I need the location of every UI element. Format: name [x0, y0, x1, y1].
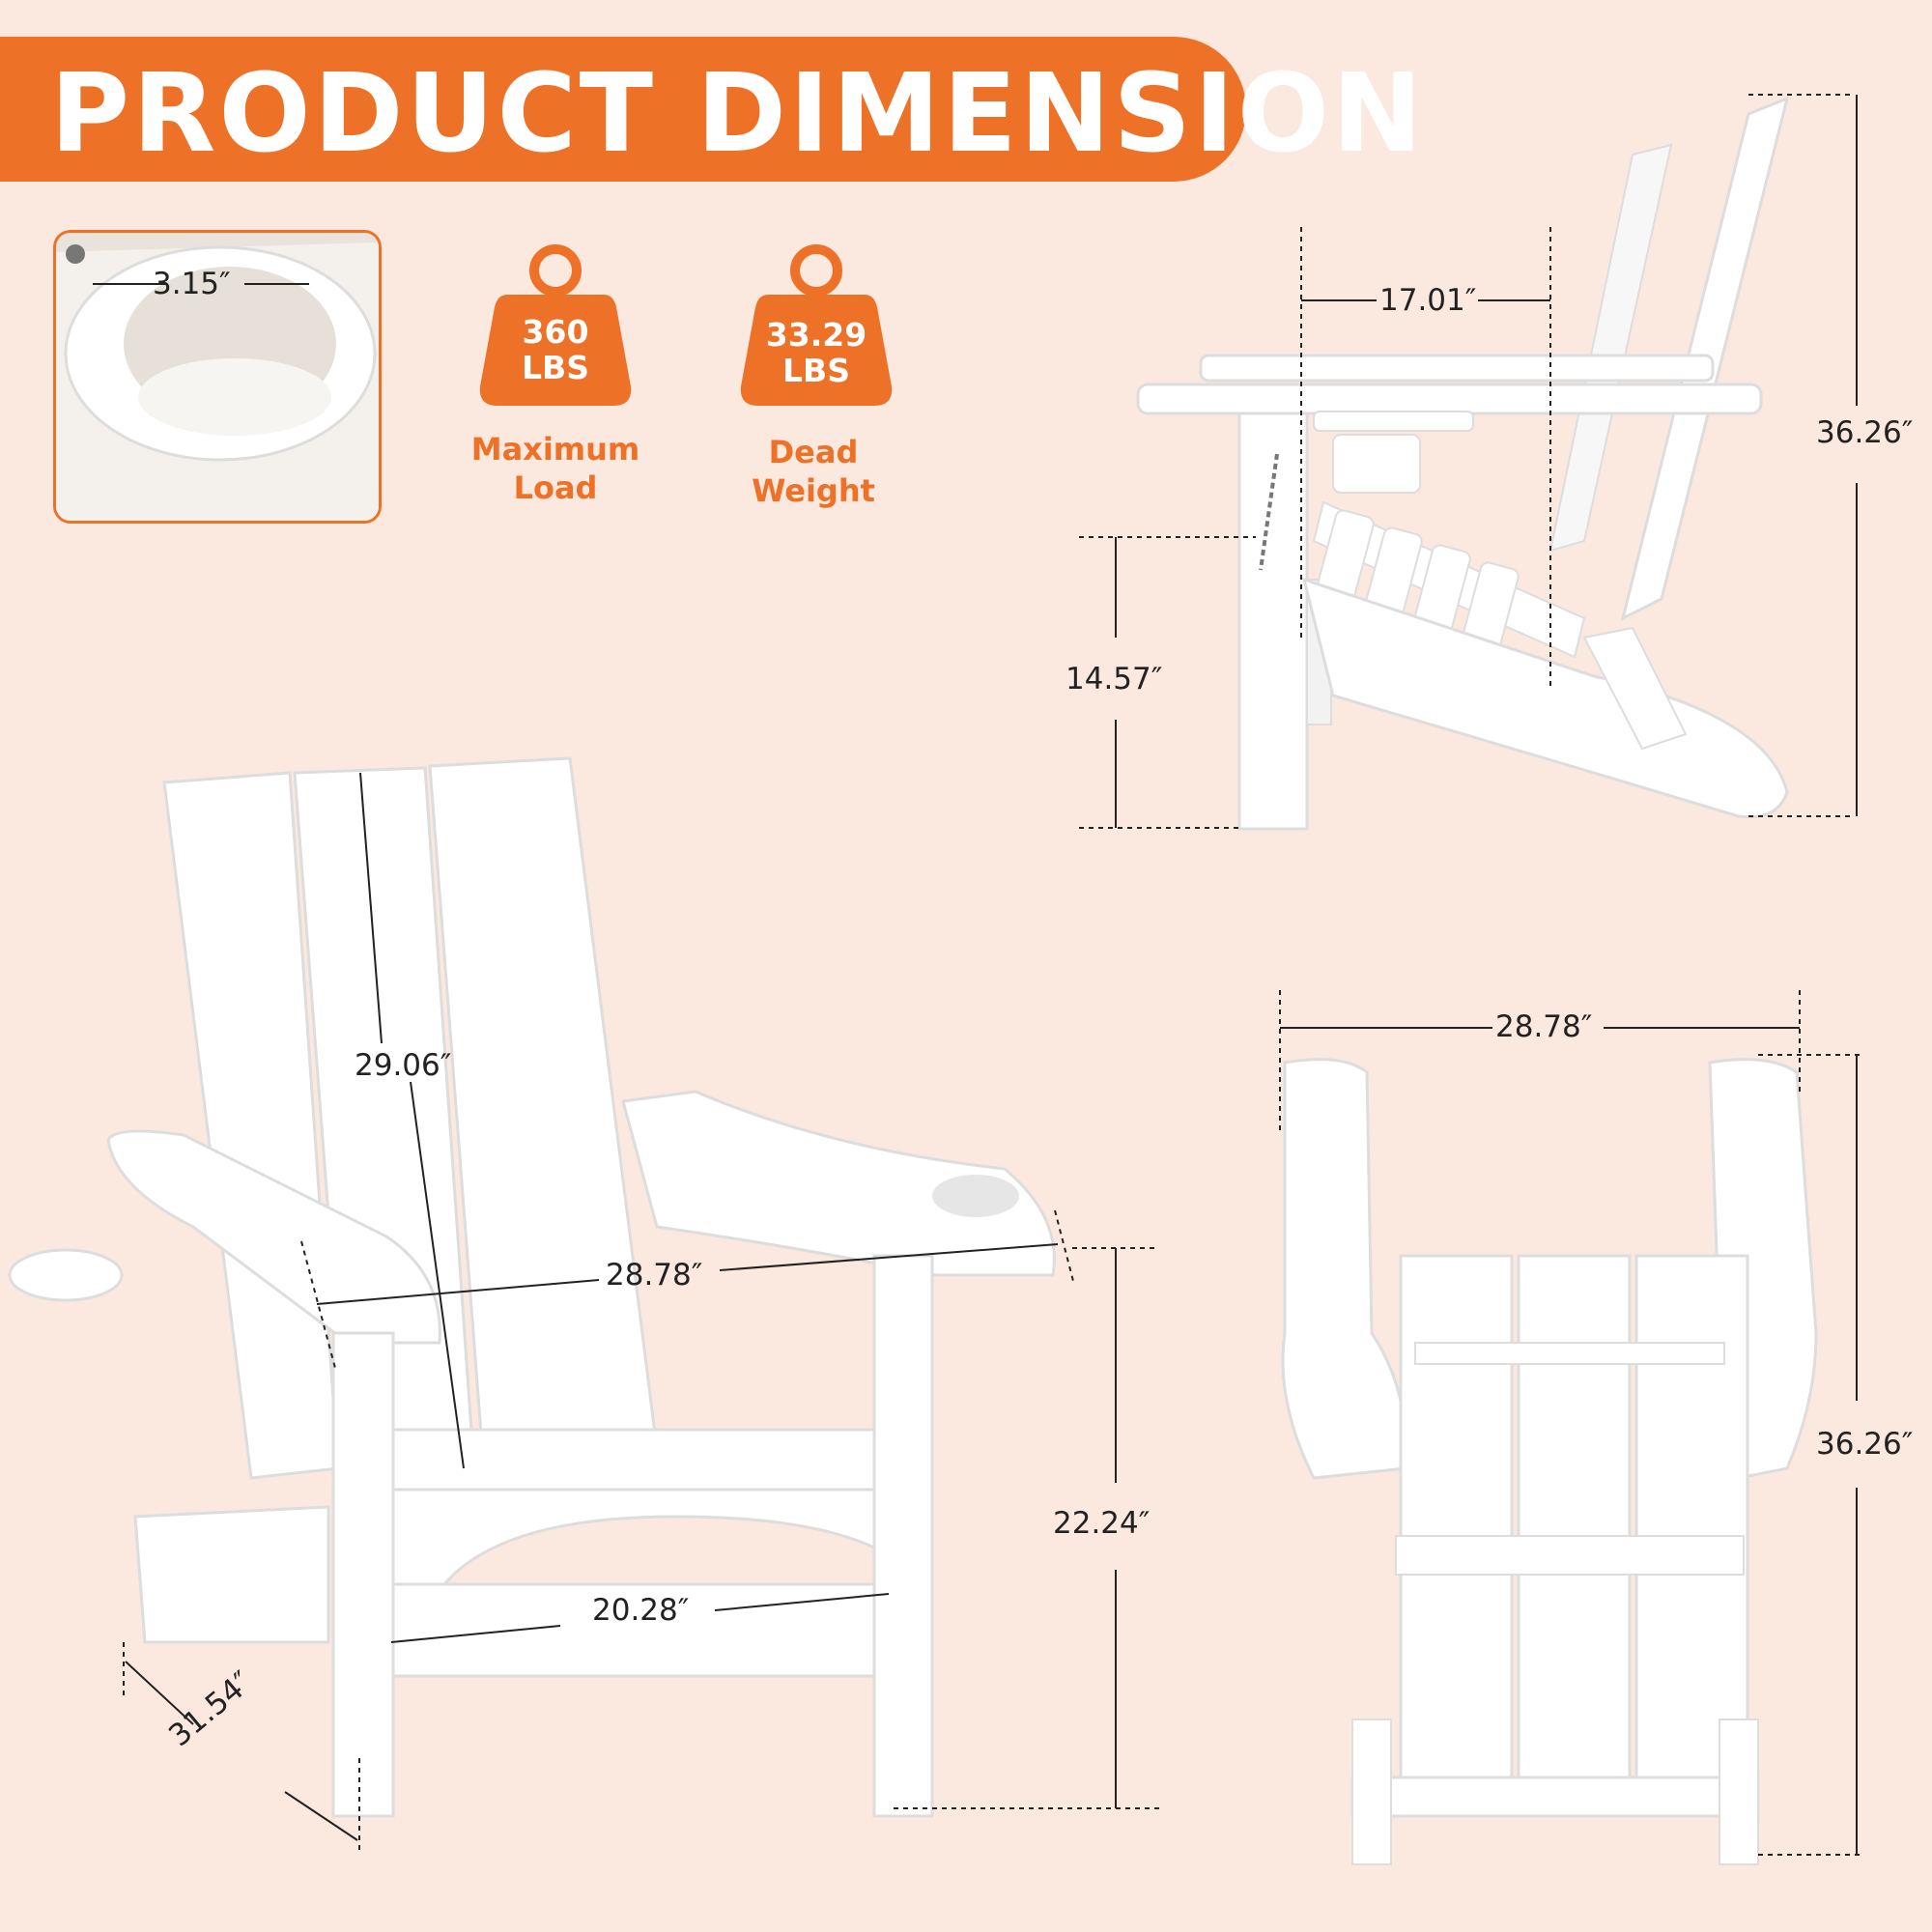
side-seat-height-label: 14.57″ — [1065, 662, 1163, 696]
side-total-height-label: 36.26″ — [1816, 415, 1914, 450]
max-load-unit: LBS — [522, 349, 589, 386]
dead-weight-label-line2: Weight — [752, 472, 875, 509]
max-load-value: 360 — [522, 313, 589, 351]
max-load-label: Maximum Load — [440, 430, 671, 507]
max-load-label-line2: Load — [513, 469, 598, 506]
front-arm-height-label: 22.24″ — [1053, 1506, 1151, 1541]
front-width-label: 28.78″ — [606, 1258, 703, 1293]
front-depth-label: 31.54″ — [162, 1664, 260, 1754]
max-load-label-line1: Maximum — [470, 431, 640, 468]
side-armrest-depth-label: 17.01″ — [1379, 283, 1477, 318]
cup-holder-illustration — [56, 233, 379, 521]
cup-holder-closeup: 3.15″ — [53, 230, 382, 524]
dead-weight-label: Dead Weight — [697, 433, 929, 510]
dead-weight-unit: LBS — [782, 352, 850, 389]
weight-icon — [740, 244, 893, 406]
folded-width-label: 28.78″ — [1495, 1009, 1593, 1044]
page-title: PRODUCT DIMENSION — [50, 51, 1426, 177]
front-backrest-height-label: 29.06″ — [355, 1048, 452, 1083]
dead-weight-badge: 33.29 LBS — [739, 242, 894, 435]
cup-holder-diameter: 3.15″ — [153, 267, 231, 301]
weight-icon — [479, 244, 632, 406]
dead-weight-label-line1: Dead — [768, 434, 859, 470]
folded-height-label: 36.26″ — [1816, 1427, 1914, 1462]
title-banner: PRODUCT DIMENSION — [0, 37, 1423, 182]
front-seat-width-label: 20.28″ — [592, 1593, 690, 1628]
max-load-badge: 360 LBS — [478, 242, 633, 435]
dead-weight-value: 33.29 — [765, 316, 867, 354]
